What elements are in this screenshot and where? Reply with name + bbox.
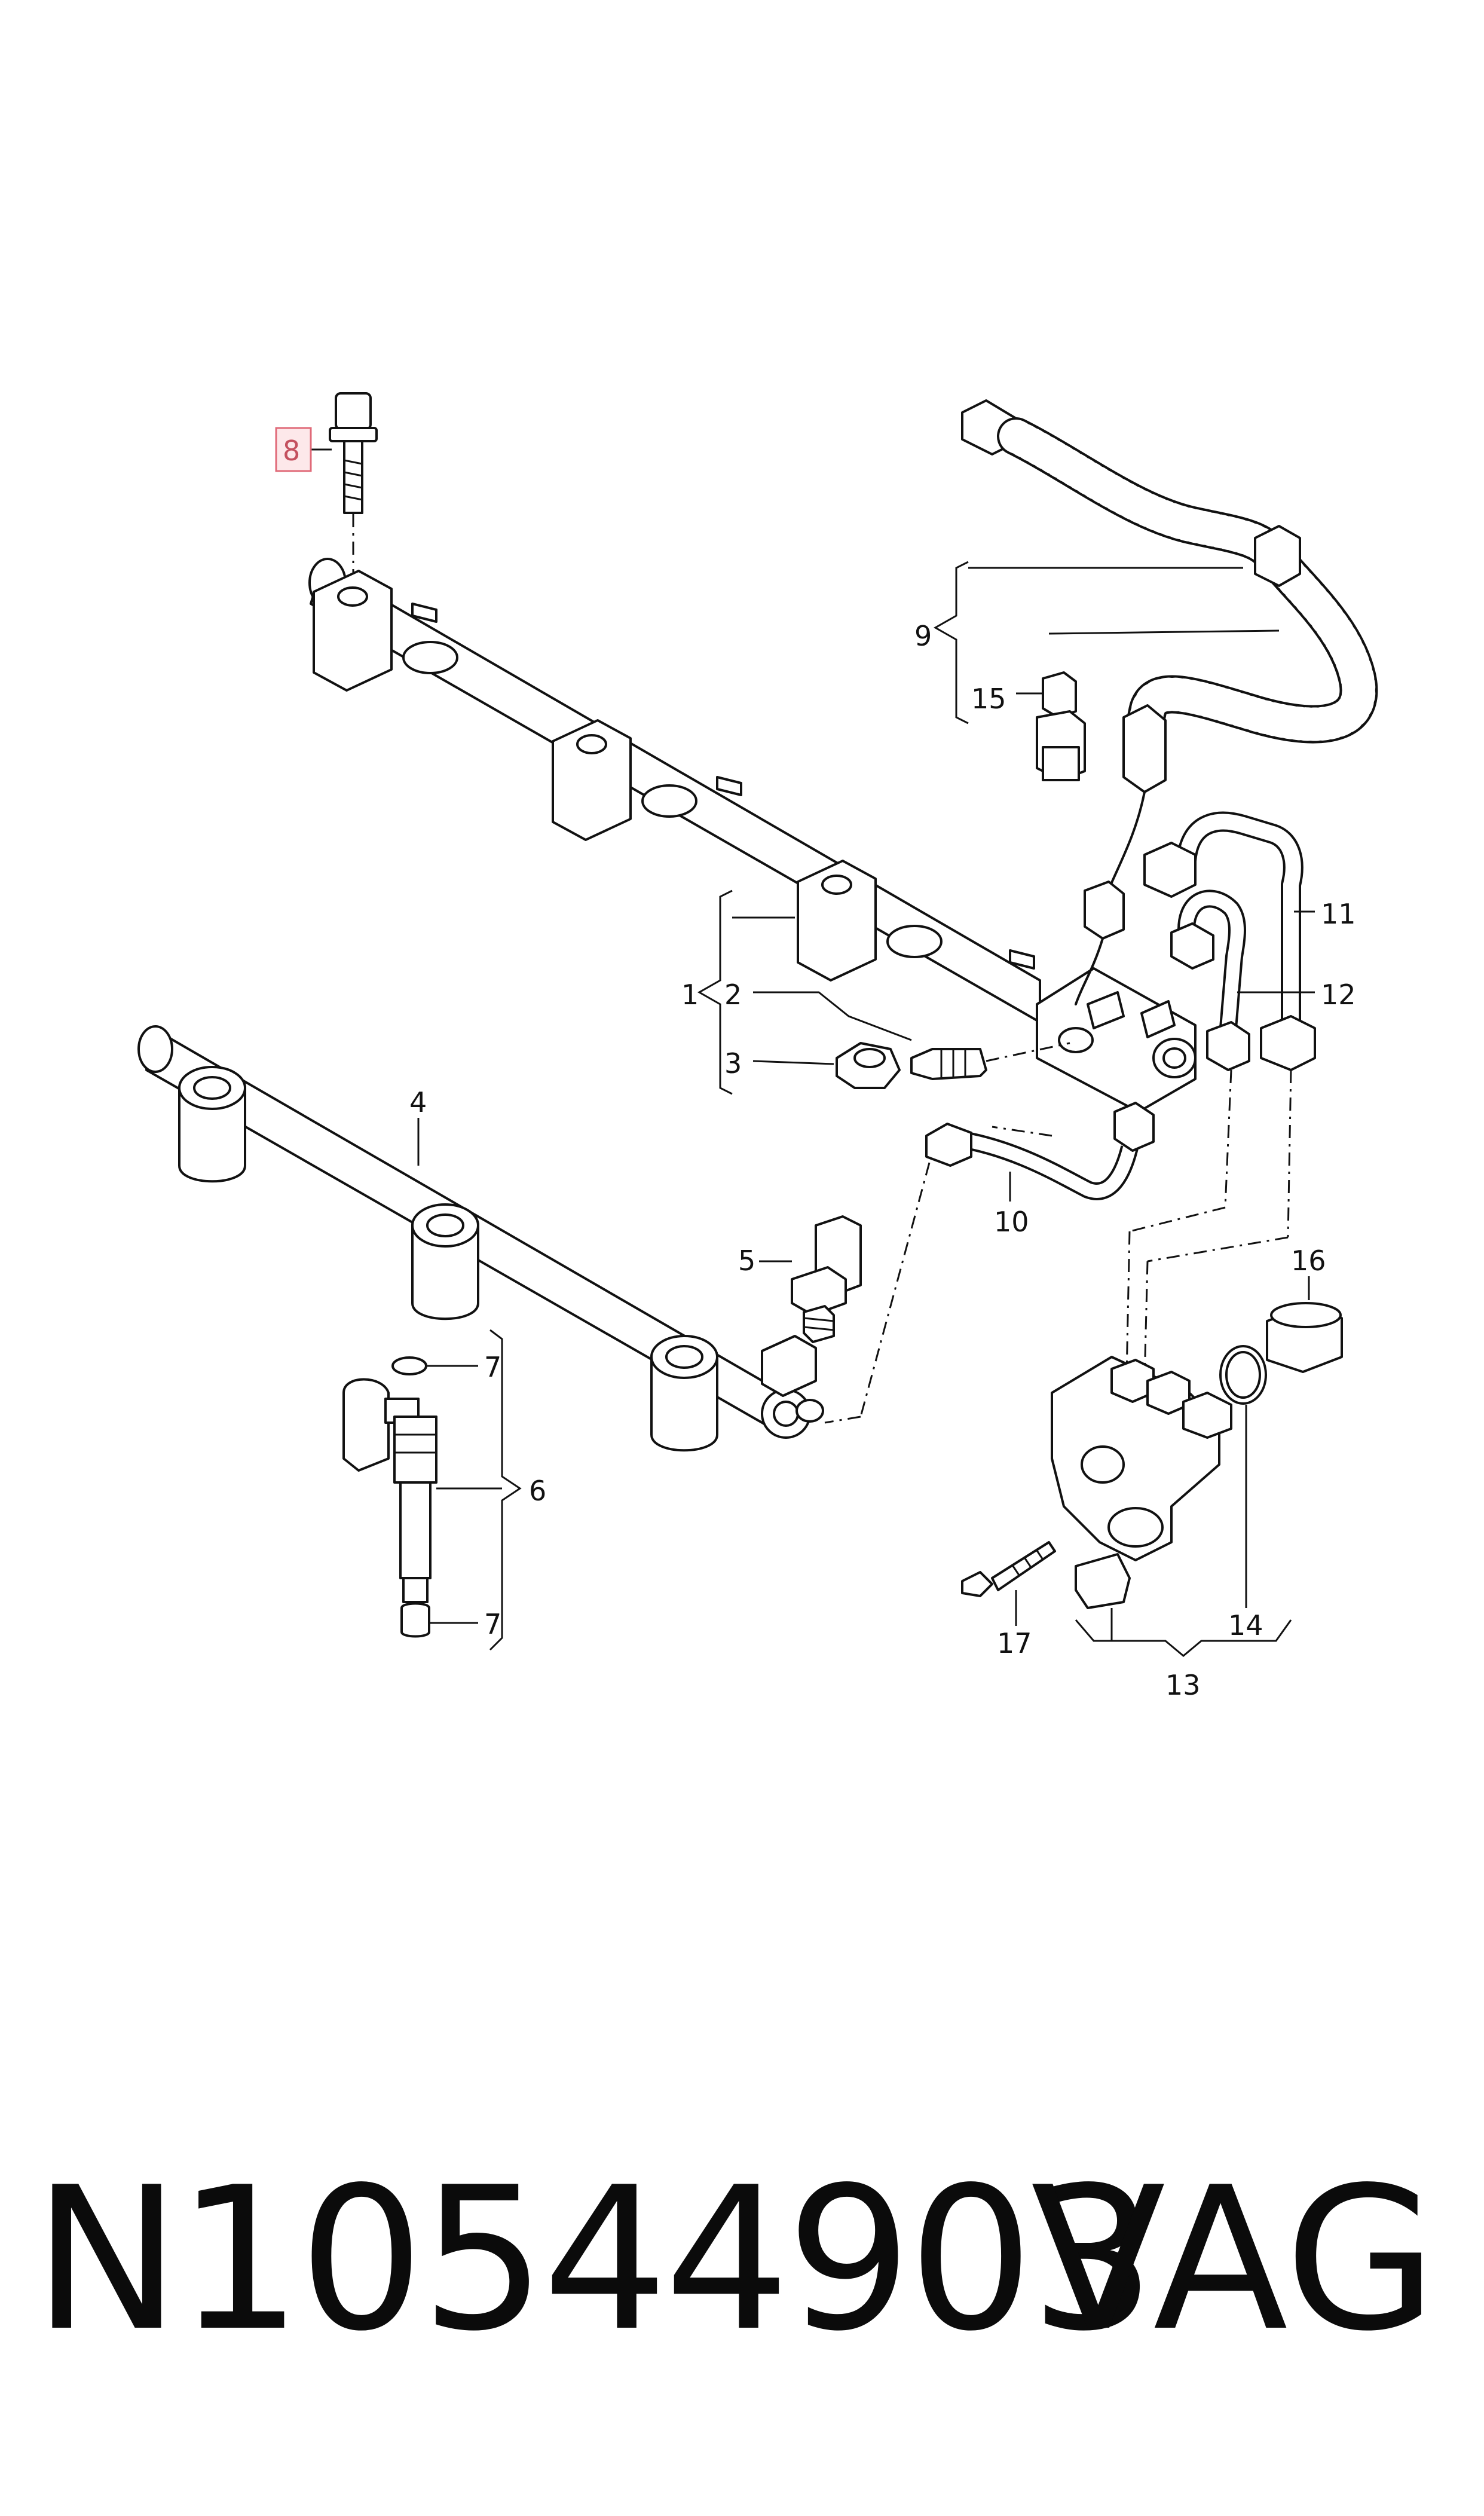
callout-leaders: [311, 448, 1315, 1657]
brand-name: VAG: [1030, 2145, 1437, 2374]
highlight-box-part-8: [275, 427, 312, 472]
callout-label-7-bottom[interactable]: 7: [484, 1608, 501, 1640]
callout-label-17[interactable]: 17: [997, 1627, 1032, 1659]
injector-part-6[interactable]: [342, 1356, 437, 1638]
callout-label-14[interactable]: 14: [1228, 1609, 1263, 1641]
callout-label-13[interactable]: 13: [1165, 1669, 1201, 1701]
callout-label-3[interactable]: 3: [724, 1047, 742, 1080]
plug-part-3[interactable]: [836, 1042, 901, 1089]
pressure-line-part-12[interactable]: [1170, 889, 1250, 1071]
fuel-rail-exploded-diagram: 8 9 15 1 2 3 11 12 10 4 5 6 7 7 16 14 13…: [137, 392, 1378, 1701]
part-number-footer: N10544903 VAG: [0, 2134, 1484, 2385]
fuel-rail-upper[interactable]: [308, 558, 1197, 1113]
bolt-part-8[interactable]: [329, 392, 378, 589]
pressure-line-part-11[interactable]: [1143, 811, 1316, 1071]
callout-label-10[interactable]: 10: [994, 1206, 1029, 1238]
callout-label-5[interactable]: 5: [738, 1245, 755, 1277]
o-ring-part-14[interactable]: [1219, 1345, 1267, 1405]
callout-label-9[interactable]: 9: [914, 620, 932, 652]
fuel-hose-part-9[interactable]: [961, 399, 1378, 1005]
callout-label-11[interactable]: 11: [1321, 898, 1356, 930]
bolt-part-17[interactable]: [961, 1541, 1056, 1597]
pressure-sender-part-15[interactable]: [1036, 671, 1086, 781]
callout-label-16[interactable]: 16: [1291, 1245, 1326, 1277]
fuel-rail-lower[interactable]: [137, 1025, 824, 1452]
tappet-part-16[interactable]: [1266, 1302, 1343, 1373]
callout-label-15[interactable]: 15: [971, 683, 1006, 715]
fitting-part-2[interactable]: [910, 1042, 1070, 1080]
callout-label-6[interactable]: 6: [529, 1475, 546, 1507]
callout-label-4[interactable]: 4: [409, 1086, 427, 1118]
callout-label-8[interactable]: 8: [283, 435, 300, 467]
high-pressure-pump-part-13[interactable]: [1051, 1356, 1232, 1609]
fuel-line-part-10[interactable]: [925, 1102, 1155, 1200]
part-number: N10544903: [33, 2145, 1156, 2374]
callout-label-7-top[interactable]: 7: [484, 1351, 501, 1383]
callout-label-12[interactable]: 12: [1321, 979, 1356, 1011]
pressure-sensor-part-5[interactable]: [791, 1215, 862, 1343]
callout-label-1[interactable]: 1: [681, 979, 699, 1011]
callout-labels: 8 9 15 1 2 3 11 12 10 4 5 6 7 7 16 14 13…: [275, 427, 1356, 1701]
callout-label-2[interactable]: 2: [724, 979, 742, 1011]
